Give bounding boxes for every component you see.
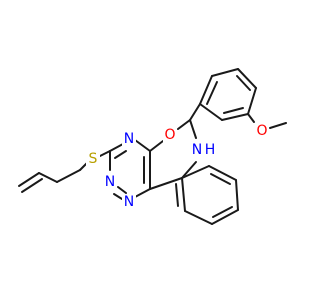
bond-c4a-o [149, 140, 164, 152]
bond-n4-c4a [134, 139, 151, 152]
bond-c6-n [189, 119, 197, 139]
bond-aryl-3 [237, 68, 257, 89]
atom-nh-amine: N [192, 142, 202, 158]
atom-n-ring-left: N [105, 174, 115, 190]
bond-n2-n1-b [113, 193, 123, 200]
bond-allyl-1 [38, 172, 58, 183]
bond-aryl-5-inner [223, 107, 244, 114]
bond-c3-n4-b [114, 150, 127, 159]
bond-benzo-1-inner [175, 183, 179, 207]
bond-c3-n4-a [109, 143, 124, 152]
bond-allyl-2 [56, 169, 81, 183]
molecule-drawing: S N N N O N H O [18, 68, 287, 225]
molecule-structure: S N N N O N H O [18, 68, 287, 225]
bonds [18, 68, 287, 225]
atom-h-amine: H [205, 142, 216, 158]
bond-c11b-c11a [149, 177, 183, 190]
atom-s-thio: S [89, 151, 98, 167]
bond-vinyl-double-a [18, 172, 40, 187]
bond-aryl-2 [211, 68, 239, 77]
atom-labels: S N N N O N H O [86, 123, 269, 210]
bond-aryl-1-inner [206, 81, 218, 105]
atom-n-ring-top: N [124, 131, 134, 147]
bond-aryl-1 [199, 75, 213, 105]
bond-benzo-1 [181, 177, 186, 212]
bond-benzo-3-inner [212, 206, 233, 218]
bond-benzo-6 [181, 165, 210, 179]
bond-n1-c11b [134, 188, 151, 198]
atom-n-ring-bottom: N [124, 194, 134, 210]
atom-o-methoxy: O [256, 123, 267, 139]
bond-aryl-o [247, 113, 255, 123]
bond-aryl-5 [221, 113, 249, 121]
bond-o-methyl [269, 122, 287, 129]
bond-benzo-5-inner [210, 173, 231, 185]
bond-benzo-5 [208, 165, 237, 181]
bond-aryl-4 [247, 87, 257, 115]
bond-n-c7a [181, 161, 197, 179]
bond-benzo-2 [184, 210, 213, 225]
bond-n2-n1-a [117, 186, 127, 194]
atom-o-ring: O [164, 127, 175, 143]
bond-benzo-4 [235, 179, 239, 211]
bond-aryl-3-inner [236, 75, 251, 91]
bond-vinyl-double-b [21, 178, 43, 193]
bond-c6-c7 [189, 103, 201, 121]
bond-aryl-6 [199, 103, 223, 121]
bond-o-c6 [177, 119, 191, 130]
bond-benzo-3 [211, 209, 239, 225]
